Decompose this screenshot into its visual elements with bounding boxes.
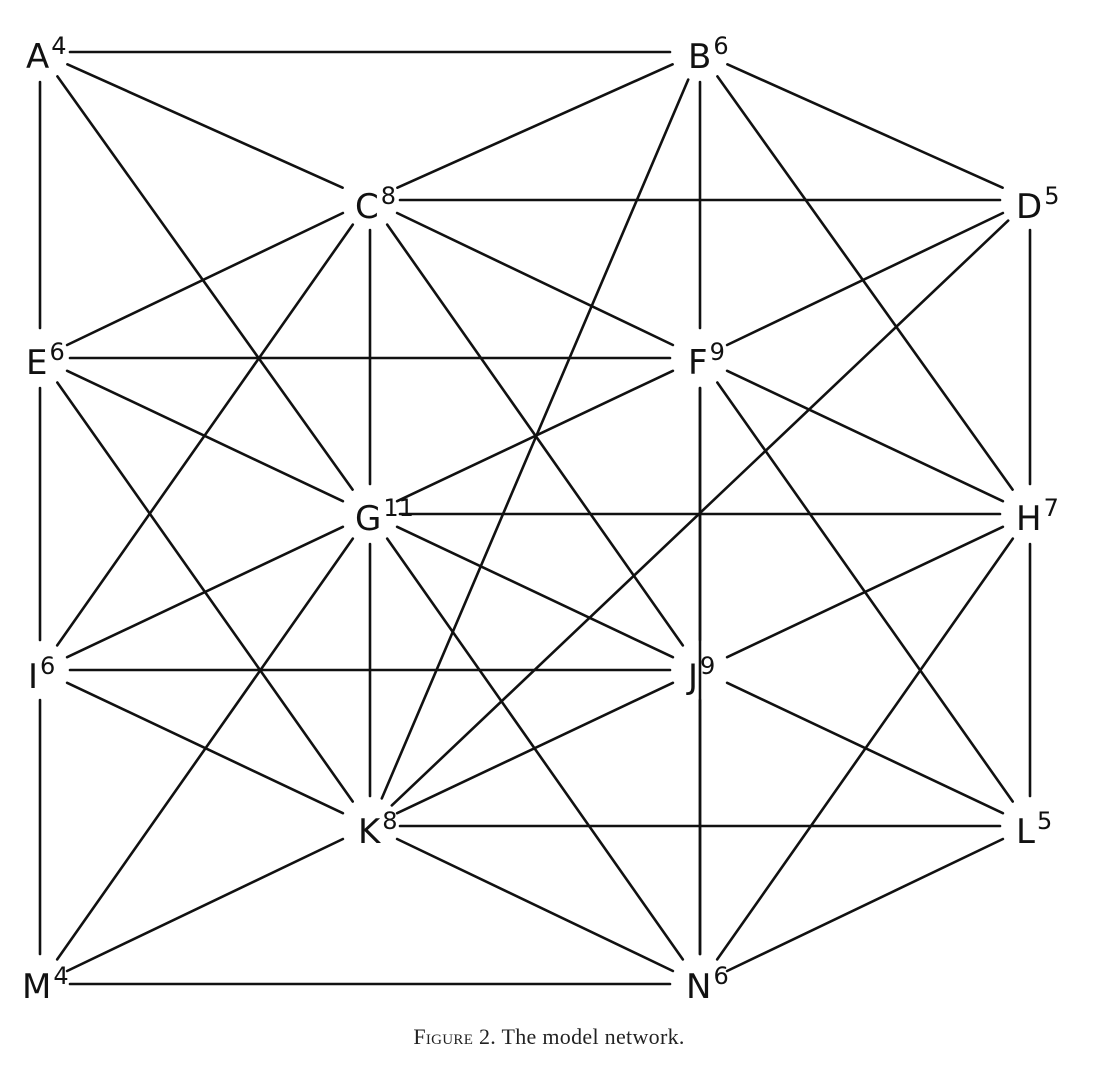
edge-a-c <box>66 63 344 189</box>
node-f: F9 <box>688 338 725 383</box>
node-i: I6 <box>28 652 55 697</box>
node-n: N6 <box>686 962 729 1007</box>
node-d-degree: 5 <box>1044 182 1059 210</box>
node-l-letter: L <box>1016 812 1035 852</box>
node-n-degree: 6 <box>713 962 728 990</box>
edge-f-h <box>725 369 1005 503</box>
node-f-letter: F <box>688 343 708 383</box>
node-c: C8 <box>355 182 396 227</box>
edge-a-g <box>56 75 354 491</box>
node-d-letter: D <box>1016 187 1042 227</box>
edge-g-i <box>65 525 345 659</box>
node-a-degree: 4 <box>51 32 66 60</box>
node-g: G11 <box>355 494 414 539</box>
edge-j-l <box>725 681 1005 815</box>
node-e: E6 <box>26 338 65 383</box>
node-i-degree: 6 <box>40 652 55 680</box>
node-m-letter: M <box>22 967 51 1007</box>
node-b: B6 <box>688 32 729 77</box>
node-l-degree: 5 <box>1037 807 1052 835</box>
node-j-degree: 9 <box>700 652 715 680</box>
edge-b-k <box>380 78 690 800</box>
node-e-degree: 6 <box>49 338 64 366</box>
edge-h-j <box>725 525 1005 659</box>
edge-k-n <box>395 837 675 973</box>
node-i-letter: I <box>28 657 38 697</box>
node-k-letter: K <box>358 812 382 852</box>
node-a-letter: A <box>26 37 49 77</box>
node-m-degree: 4 <box>53 962 68 990</box>
edge-c-e <box>65 211 345 347</box>
figure-caption-text: The model network. <box>501 1024 685 1049</box>
node-h-letter: H <box>1016 499 1042 539</box>
node-d: D5 <box>1016 182 1059 227</box>
node-m: M4 <box>22 962 69 1007</box>
node-h: H7 <box>1016 494 1059 539</box>
figure-caption: Figure 2. The model network. <box>0 1024 1098 1050</box>
node-j-letter: J <box>686 657 698 697</box>
node-j: J9 <box>686 652 715 697</box>
edge-f-g <box>395 369 675 503</box>
node-b-degree: 6 <box>713 32 728 60</box>
edge-l-n <box>725 837 1005 973</box>
node-l: L5 <box>1016 807 1052 852</box>
node-k: K8 <box>358 807 398 852</box>
node-g-letter: G <box>355 499 381 539</box>
node-f-degree: 9 <box>710 338 725 366</box>
node-b-letter: B <box>688 37 711 77</box>
node-c-degree: 8 <box>381 182 396 210</box>
edge-b-c <box>396 63 674 189</box>
edge-i-k <box>65 681 345 815</box>
edge-b-d <box>726 63 1004 189</box>
edge-d-f <box>725 211 1005 347</box>
network-edges <box>38 50 1032 986</box>
node-c-letter: C <box>355 187 379 227</box>
figure-caption-label: Figure 2. <box>413 1024 497 1049</box>
node-a: A4 <box>26 32 67 77</box>
edge-e-g <box>65 369 345 503</box>
edge-b-h <box>716 75 1014 491</box>
node-k-degree: 8 <box>382 807 397 835</box>
node-g-degree: 11 <box>383 494 414 522</box>
node-h-degree: 7 <box>1044 494 1059 522</box>
edge-g-j <box>395 525 675 659</box>
edge-c-f <box>395 211 675 347</box>
edge-j-k <box>395 681 675 815</box>
node-e-letter: E <box>26 343 47 383</box>
edge-k-m <box>65 837 345 973</box>
node-n-letter: N <box>686 967 711 1007</box>
